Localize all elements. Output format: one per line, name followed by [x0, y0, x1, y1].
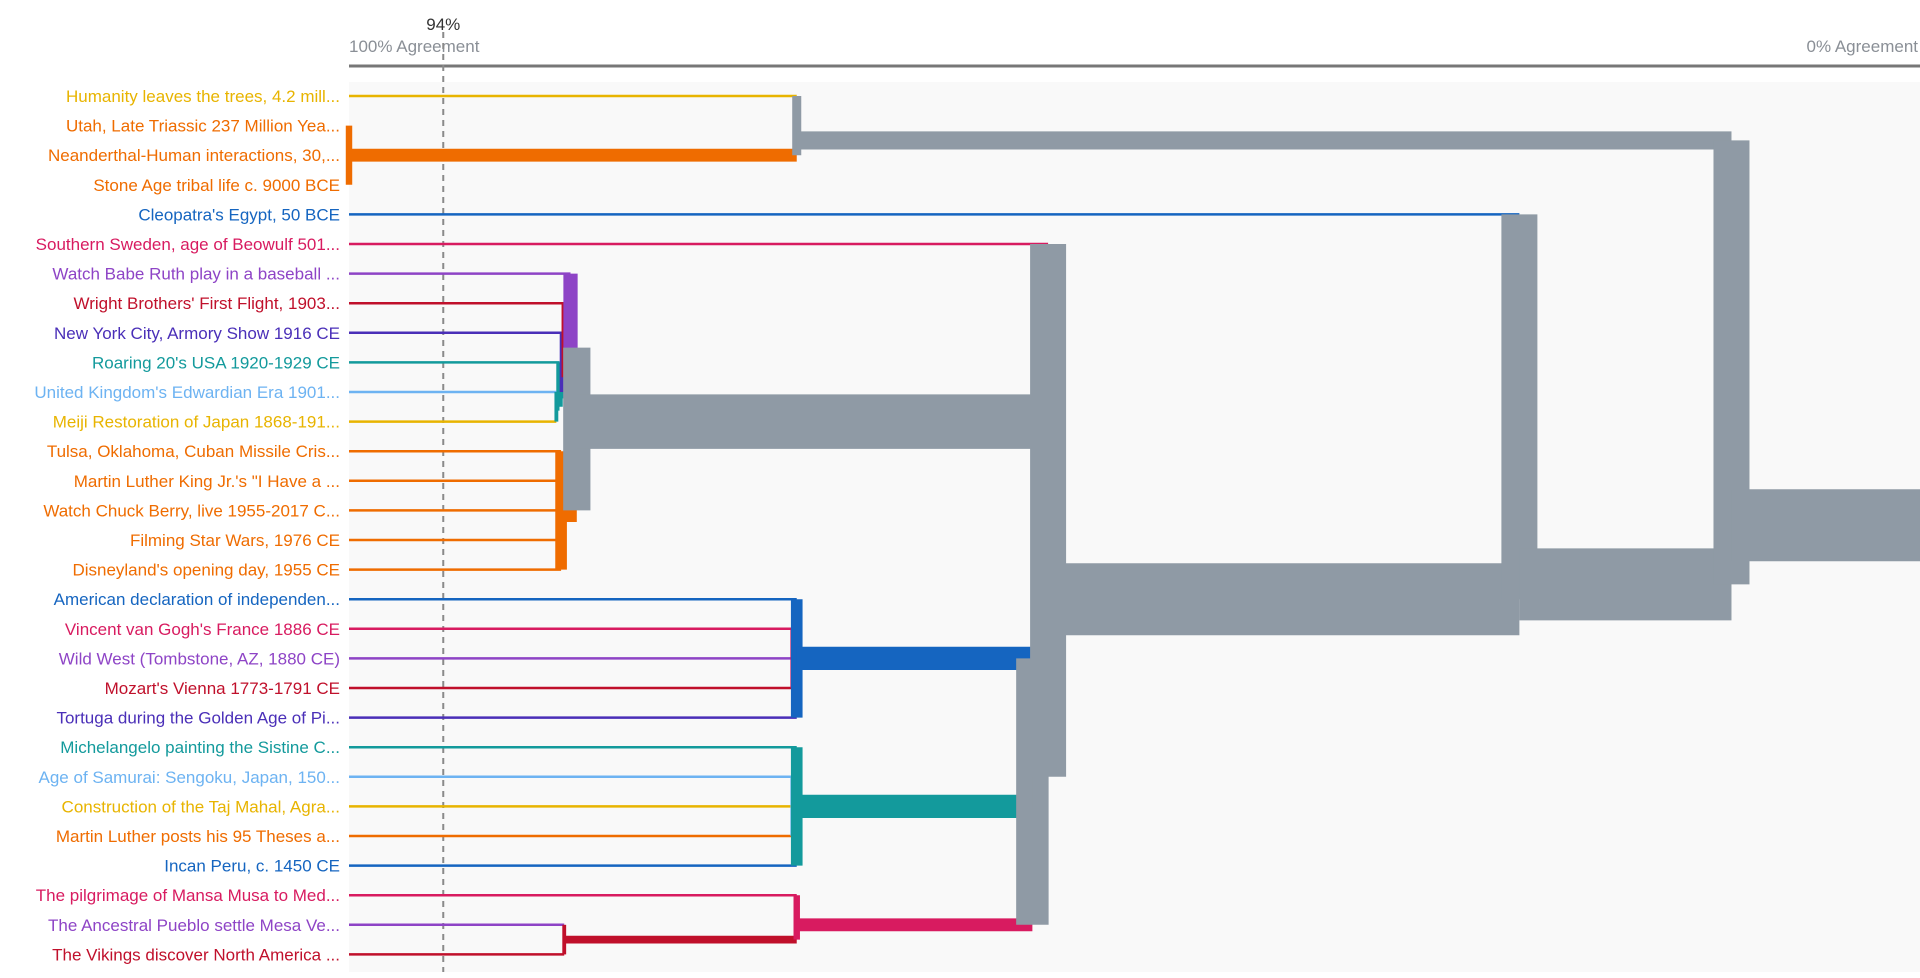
- leaf-label: Wild West (Tombstone, AZ, 1880 CE): [59, 649, 340, 668]
- dendrogram-links: [345, 94, 1920, 956]
- axis-right-label: 0% Agreement: [1806, 37, 1918, 56]
- leaf-label: The Vikings discover North America ...: [52, 945, 340, 964]
- leaf-label: Filming Star Wars, 1976 CE: [130, 531, 340, 550]
- leaf-label: The pilgrimage of Mansa Musa to Med...: [36, 886, 340, 905]
- leaf-label: New York City, Armory Show 1916 CE: [54, 324, 340, 343]
- leaf-labels: Humanity leaves the trees, 4.2 mill... Ut…: [34, 87, 340, 964]
- leaf-label: Neanderthal-Human interactions, 30,...: [48, 146, 340, 165]
- plot-background: [349, 82, 1920, 972]
- leaf-label: Meiji Restoration of Japan 1868-191...: [53, 413, 340, 432]
- leaf-label: Southern Sweden, age of Beowulf 501...: [36, 235, 340, 254]
- leaf-label: Disneyland's opening day, 1955 CE: [72, 561, 340, 580]
- leaf-label: Cleopatra's Egypt, 50 BCE: [138, 205, 340, 224]
- leaf-label: The Ancestral Pueblo settle Mesa Ve...: [48, 916, 340, 935]
- leaf-label: Age of Samurai: Sengoku, Japan, 150...: [39, 768, 340, 787]
- leaf-label: Incan Peru, c. 1450 CE: [164, 857, 340, 876]
- leaf-label: Tortuga during the Golden Age of Pi...: [56, 709, 340, 728]
- leaf-label: Stone Age tribal life c. 9000 BCE: [93, 176, 340, 195]
- leaf-label: American declaration of independen...: [54, 590, 340, 609]
- leaf-label: Watch Babe Ruth play in a baseball ...: [52, 265, 340, 284]
- leaf-label: Wright Brothers' First Flight, 1903...: [73, 294, 340, 313]
- leaf-label: United Kingdom's Edwardian Era 1901...: [34, 383, 340, 402]
- leaf-label: Humanity leaves the trees, 4.2 mill...: [66, 87, 340, 106]
- leaf-label: Tulsa, Oklahoma, Cuban Missile Cris...: [47, 442, 340, 461]
- leaf-label: Martin Luther posts his 95 Theses a...: [56, 827, 340, 846]
- leaf-label: Construction of the Taj Mahal, Agra...: [62, 797, 340, 816]
- leaf-label: Utah, Late Triassic 237 Million Yea...: [66, 117, 340, 136]
- leaf-label: Michelangelo painting the Sistine C...: [60, 738, 340, 757]
- leaf-label: Vincent van Gogh's France 1886 CE: [65, 620, 340, 639]
- leaf-label: Mozart's Vienna 1773-1791 CE: [105, 679, 340, 698]
- leaf-label: Watch Chuck Berry, live 1955-2017 C...: [43, 501, 340, 520]
- axis-left-label: 100% Agreement: [349, 37, 480, 56]
- cutoff-label: 94%: [426, 15, 460, 34]
- leaf-label: Martin Luther King Jr.'s "I Have a ...: [74, 472, 340, 491]
- leaf-label: Roaring 20's USA 1920-1929 CE: [92, 353, 340, 372]
